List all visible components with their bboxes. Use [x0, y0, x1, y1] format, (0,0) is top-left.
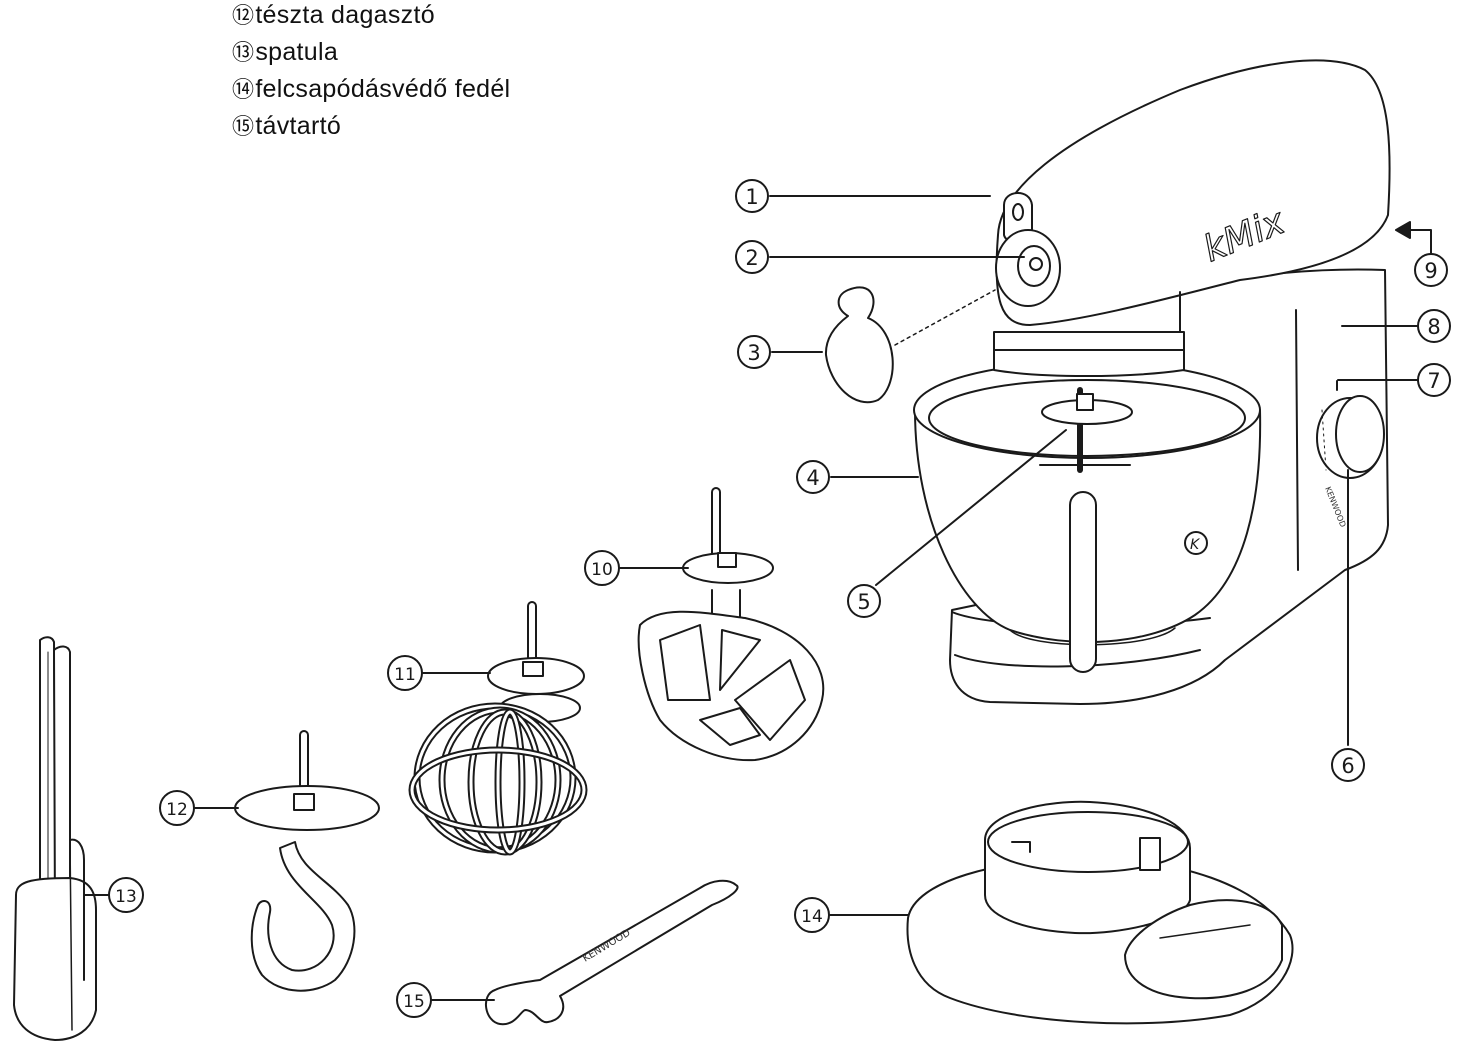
leader-lines — [83, 195, 1432, 1001]
bowl-logo: K — [1190, 537, 1201, 553]
callout-15-label: 15 — [403, 992, 425, 1012]
legend-number: ⑮ — [232, 115, 255, 140]
bowl-logo-circle — [1184, 531, 1208, 555]
bowl-handle — [1069, 491, 1097, 673]
parts-legend: ⑫tészta dagasztó ⑬spatula ⑭felcsapódásvé… — [232, 0, 510, 148]
dotted-guide — [894, 289, 996, 346]
attachment-outlet — [995, 229, 1061, 307]
callout-13-label: 13 — [115, 887, 137, 907]
callout-3-label: 3 — [747, 341, 760, 365]
legend-number: ⑭ — [232, 78, 255, 103]
callout-5: 5 — [847, 584, 881, 618]
k-beater — [637, 487, 825, 762]
callout-1: 1 — [735, 179, 769, 213]
callout-13: 13 — [108, 877, 144, 913]
callout-10: 10 — [584, 550, 620, 586]
whisk — [408, 601, 588, 856]
callout-4-label: 4 — [806, 466, 819, 490]
callout-11-label: 11 — [394, 665, 416, 685]
callout-9: 9 — [1414, 253, 1448, 287]
stand-mixer: KENWOOD K — [894, 59, 1391, 705]
callout-1-label: 1 — [745, 185, 758, 209]
callout-12: 12 — [159, 790, 195, 826]
mixer-head: kMix — [993, 59, 1391, 377]
legend-number: ⑫ — [232, 4, 255, 29]
callout-15: 15 — [396, 982, 432, 1018]
callout-6: 6 — [1331, 748, 1365, 782]
leader-arrow-9 — [1395, 221, 1411, 239]
legend-label: távtartó — [255, 112, 342, 140]
callout-2-label: 2 — [745, 246, 758, 270]
dough-hook — [234, 730, 380, 992]
callout-4: 4 — [796, 460, 830, 494]
callout-10-label: 10 — [591, 560, 613, 580]
mixer-body — [949, 268, 1389, 705]
callout-5-label: 5 — [857, 590, 870, 614]
body-seam — [1295, 309, 1299, 571]
legend-label: spatula — [255, 38, 339, 66]
legend-number: ⑬ — [232, 41, 255, 66]
legend-label: tészta dagasztó — [255, 1, 435, 29]
callout-7: 7 — [1417, 363, 1451, 397]
leader-line-5 — [875, 429, 1067, 586]
callout-12-label: 12 — [166, 800, 188, 820]
callout-14: 14 — [794, 897, 830, 933]
legend-item-12: ⑫tészta dagasztó — [232, 0, 510, 37]
callout-9-label: 9 — [1424, 259, 1437, 283]
legend-item-14: ⑭felcsapódásvédő fedél — [232, 74, 510, 111]
callout-2: 2 — [735, 240, 769, 274]
callout-8: 8 — [1417, 309, 1451, 343]
callout-11: 11 — [387, 655, 423, 691]
callouts: 1 2 3 4 5 6 7 8 9 10 11 12 — [108, 179, 1451, 1018]
speed-dial — [1316, 395, 1385, 479]
base-plate-lower — [954, 649, 1201, 668]
callout-7-label: 7 — [1427, 369, 1440, 393]
callout-14-label: 14 — [801, 907, 823, 927]
fitted-beater — [1039, 387, 1133, 473]
spacer-tool: KENWOOD — [485, 879, 739, 1026]
callout-8-label: 8 — [1427, 315, 1440, 339]
spatula — [13, 636, 97, 1041]
legend-item-13: ⑬spatula — [232, 37, 510, 74]
splash-guard — [906, 800, 1294, 1025]
legend-item-15: ⑮távtartó — [232, 111, 510, 148]
legend-label: felcsapódásvédő fedél — [255, 75, 511, 103]
leader-line-9 — [1409, 229, 1432, 254]
outlet-cover-detached — [824, 286, 894, 404]
callout-3: 3 — [737, 335, 771, 369]
callout-6-label: 6 — [1341, 754, 1354, 778]
